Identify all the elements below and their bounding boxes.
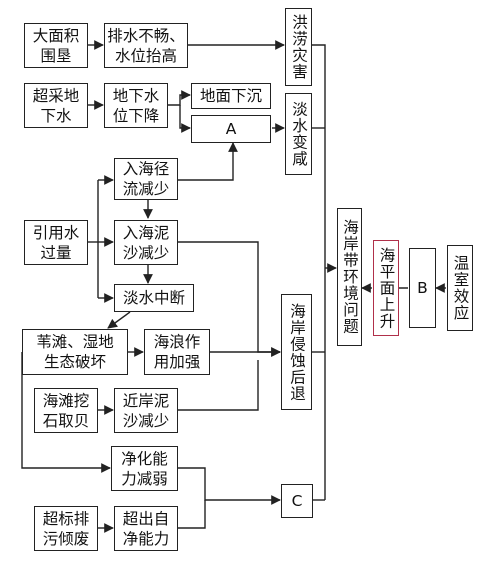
arrow-gwdrop-a (179, 105, 191, 133)
line-exceed-c (178, 500, 206, 529)
node-subside: 地面下沉 (191, 83, 271, 109)
node-sea-rise: 海平面上升 (373, 240, 399, 336)
node-c: C (281, 484, 313, 518)
node-pollute: 超标排 污倾废 (34, 506, 98, 551)
arrow-purify-c (178, 467, 281, 505)
node-a: A (191, 115, 271, 143)
node-erosion: 海岸侵蚀后退 (281, 294, 312, 410)
node-flood: 洪涝灾害 (285, 8, 312, 86)
node-salinize: 淡水变咸 (285, 93, 312, 175)
node-purify: 净化能 力减弱 (111, 446, 178, 491)
node-b: B (409, 248, 436, 328)
node-sediment: 入海泥 沙减少 (114, 220, 178, 265)
node-fresh-cut: 淡水中断 (114, 284, 194, 312)
node-overuse: 引用水 过量 (24, 220, 88, 265)
node-gw-drop: 地下水 位下降 (104, 83, 168, 128)
line-nearsand-erosion (178, 360, 259, 411)
node-coast-problem: 海岸带环境问题 (337, 208, 362, 346)
node-drainage: 排水不畅、 水位抬高 (104, 23, 188, 68)
node-wave: 海浪作 用加强 (144, 329, 210, 375)
arrow-runoff-a (178, 142, 238, 181)
arrow-gwdrop-subside (168, 90, 191, 106)
node-wetland: 苇滩、湿地 生态破坏 (22, 329, 128, 375)
arrow-wetland-purify (21, 352, 111, 473)
line-right-bus (312, 44, 326, 500)
node-runoff: 入海径 流减少 (114, 158, 178, 200)
node-dig: 海滩挖 石取贝 (34, 388, 98, 433)
node-near-sand: 近岸泥 沙减少 (114, 388, 178, 433)
node-overpump: 超采地 下水 (24, 83, 88, 128)
arrow-freshcut-wetland (107, 311, 131, 329)
node-greenhouse: 温室效应 (447, 245, 473, 331)
node-exceed: 超出自 净能力 (114, 506, 178, 551)
node-reclaim: 大面积 围垦 (24, 23, 88, 68)
